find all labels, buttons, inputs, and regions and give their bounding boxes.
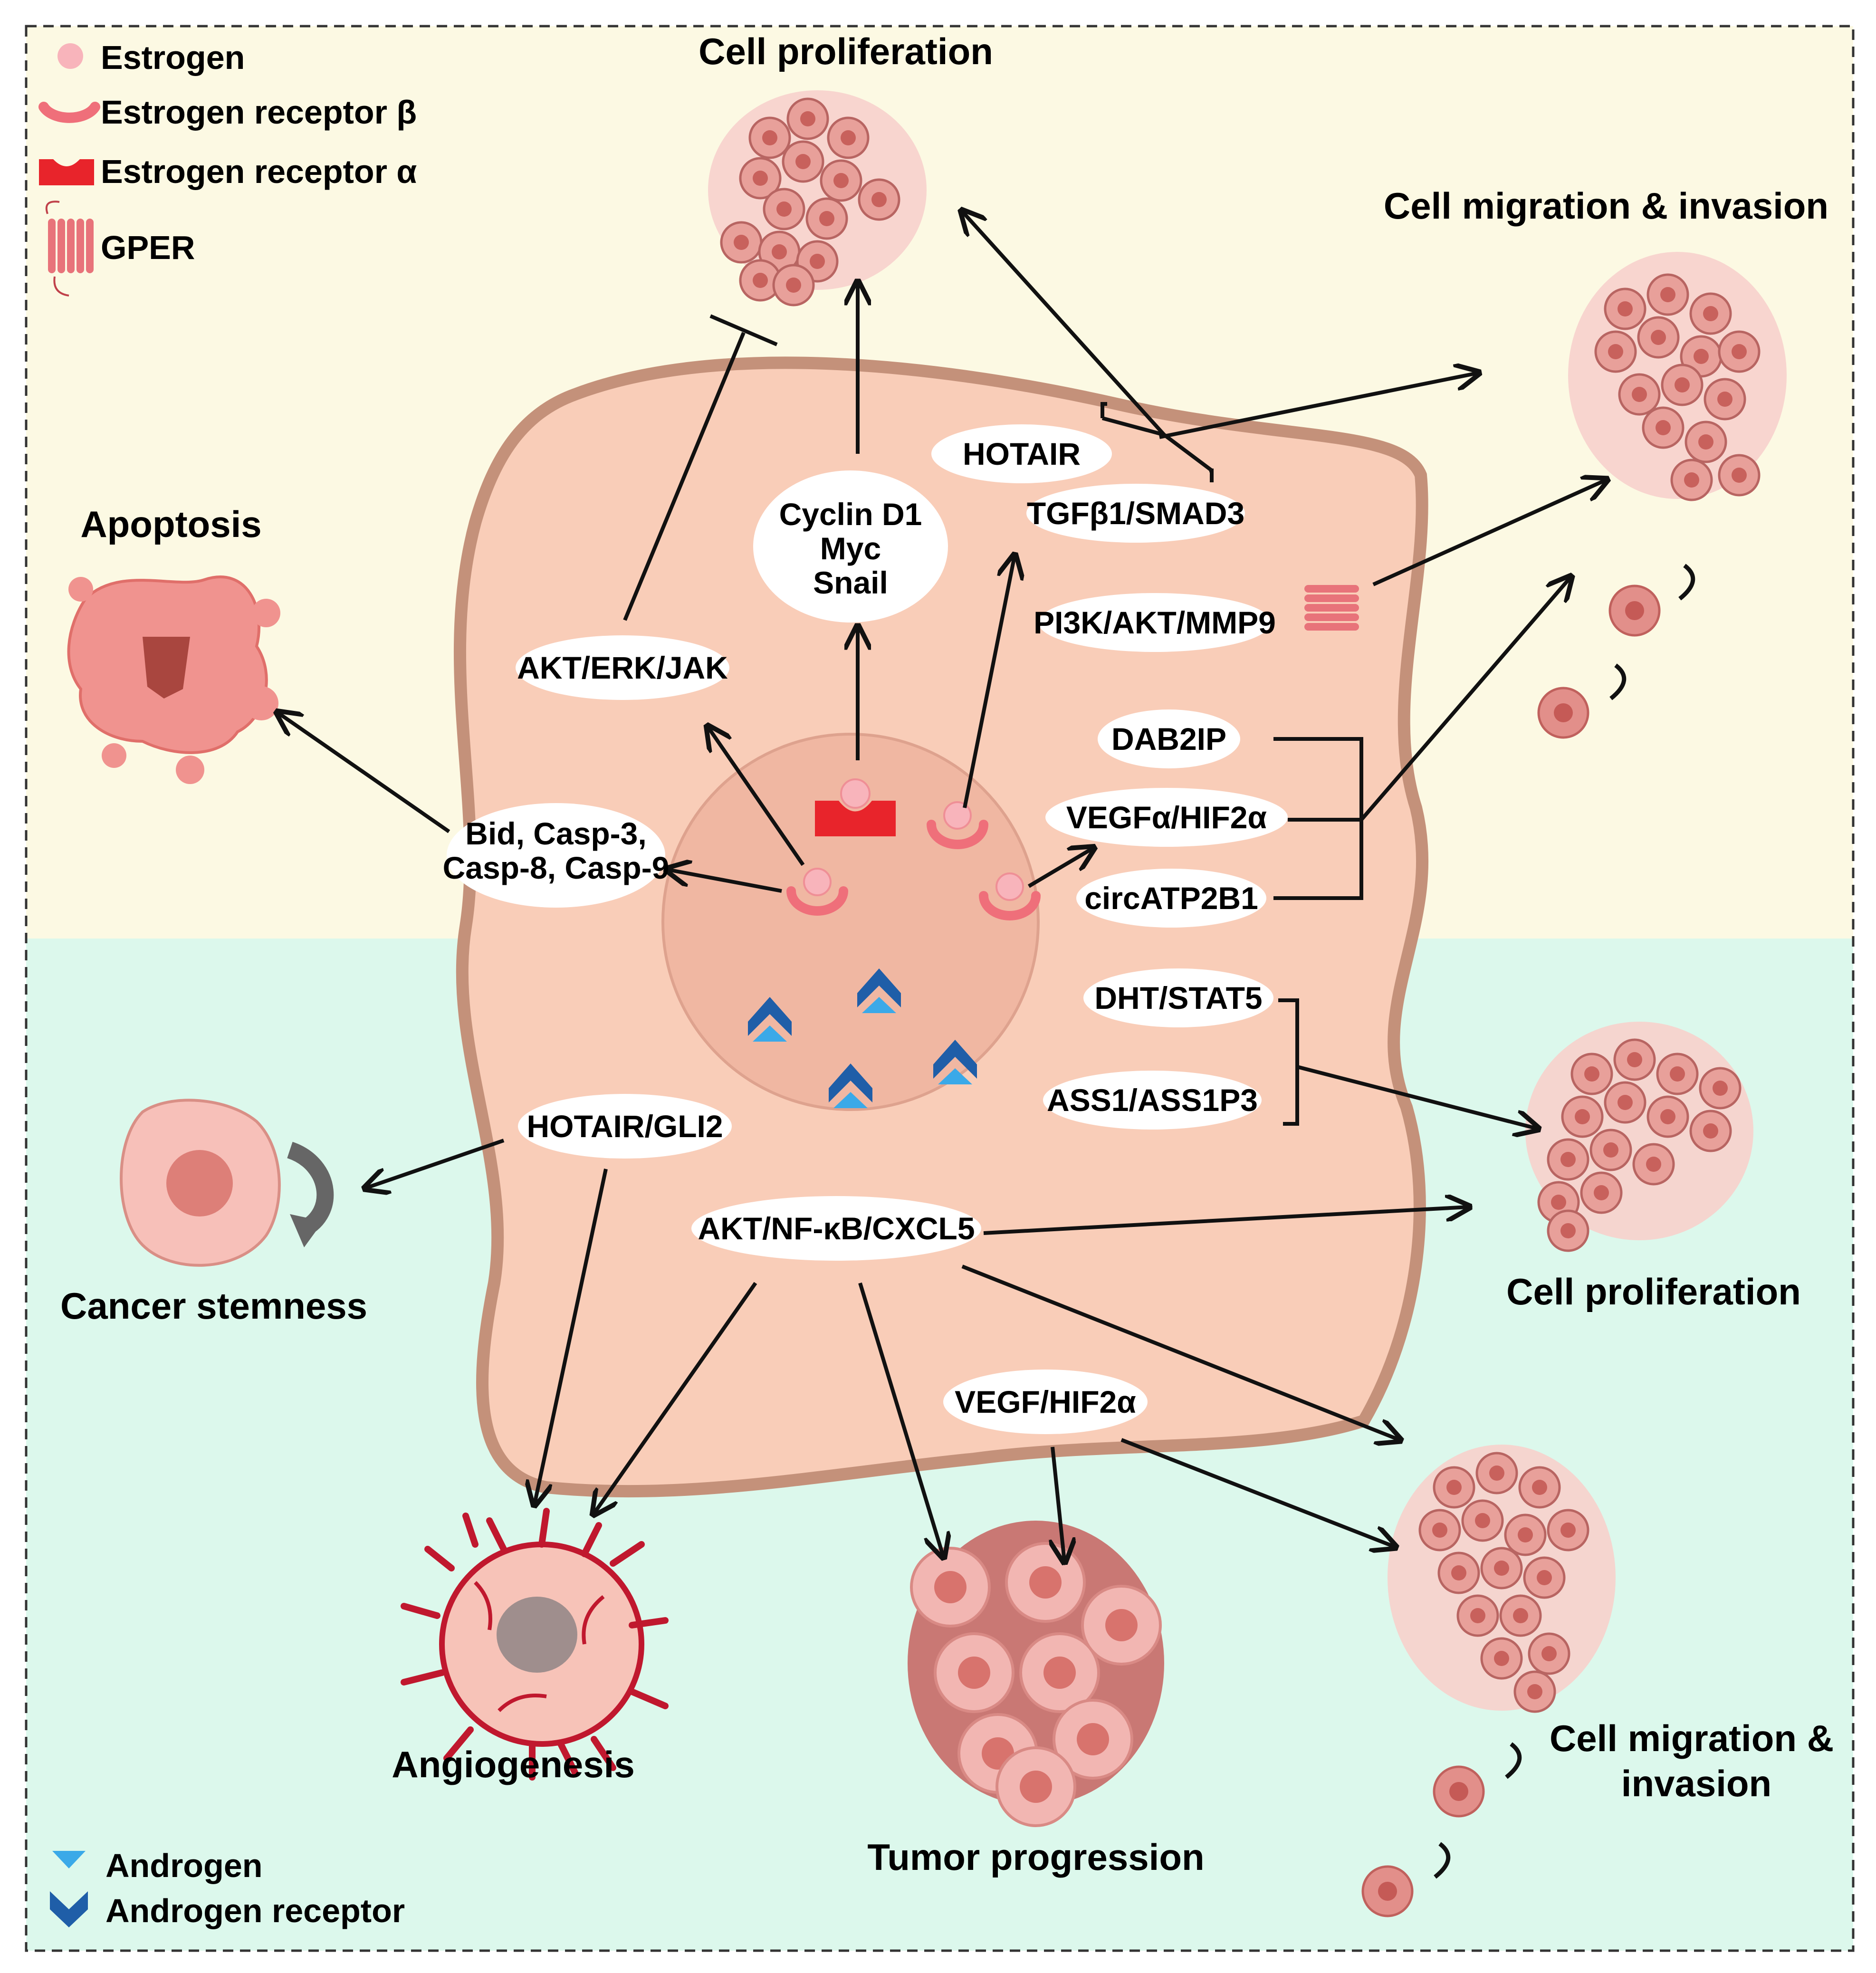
pathway-dab2ip-label: DAB2IP — [1111, 721, 1226, 757]
androgen-receptor-legend-icon — [50, 1891, 88, 1927]
pathway-cyclin-line3: Snail — [813, 565, 888, 600]
outcome-cell-migration-bottom-line2: invasion — [1621, 1762, 1771, 1804]
outcome-tumor-progression: Tumor progression — [867, 1836, 1204, 1878]
angiogenesis-cell — [401, 1508, 669, 1781]
pathway-akt-nfkb: AKT/NF-κB/CXCL5 — [691, 1196, 981, 1261]
pathway-hotair-label: HOTAIR — [963, 436, 1081, 471]
pathway-hotair-gli2-label: HOTAIR/GLI2 — [526, 1109, 723, 1144]
outcome-cancer-stemness: Cancer stemness — [60, 1285, 367, 1327]
pathway-cyclin-line2: Myc — [820, 531, 881, 566]
pathway-bid: Bid, Casp-3, Casp-8, Casp-9 — [443, 803, 670, 908]
outcome-apoptosis: Apoptosis — [80, 503, 261, 545]
pathway-pi3k-label: PI3K/AKT/MMP9 — [1034, 605, 1276, 640]
pathway-circatp-label: circATP2B1 — [1084, 881, 1258, 916]
cell-migration-bottom-cluster — [1363, 1445, 1616, 1916]
cell-proliferation-bottom-cluster — [1525, 1022, 1753, 1251]
pathway-bid-line1: Bid, Casp-3, — [465, 816, 646, 851]
pathway-bid-line2: Casp-8, Casp-9 — [443, 850, 670, 885]
pathway-cyclin: Cyclin D1 Myc Snail — [753, 470, 948, 623]
pathway-vegfa: VEGFα/HIF2α — [1045, 788, 1288, 847]
legend-bottom: Androgen Androgen receptor — [50, 1847, 405, 1929]
pathway-vegf-hif-label: VEGF/HIF2α — [955, 1384, 1136, 1419]
outcome-angiogenesis: Angiogenesis — [392, 1743, 634, 1785]
apoptosis-cell — [67, 575, 280, 784]
legend-estrogen: Estrogen — [101, 39, 245, 76]
cancer-stemness-cell — [120, 1099, 334, 1267]
outcome-cell-proliferation-bottom: Cell proliferation — [1506, 1271, 1801, 1312]
pathway-akt-erk: AKT/ERK/JAK — [516, 635, 729, 700]
pathway-dht: DHT/STAT5 — [1083, 968, 1273, 1027]
er-alpha-icon — [815, 778, 896, 836]
pathway-vegfa-label: VEGFα/HIF2α — [1066, 800, 1267, 835]
pathway-akt-nfkb-label: AKT/NF-κB/CXCL5 — [698, 1211, 975, 1246]
androgen-arrows — [366, 998, 1537, 1561]
pathway-dab2ip: DAB2IP — [1098, 709, 1240, 768]
pathway-vegf-hif: VEGF/HIF2α — [943, 1370, 1148, 1434]
androgen-legend-icon — [52, 1851, 86, 1868]
pathway-tgfb-label: TGFβ1/SMAD3 — [1027, 496, 1244, 531]
legend-er-beta: Estrogen receptor β — [101, 94, 417, 131]
pathway-ass1: ASS1/ASS1P3 — [1043, 1071, 1262, 1130]
pathway-pi3k: PI3K/AKT/MMP9 — [1034, 593, 1276, 652]
pathway-hotair: HOTAIR — [931, 424, 1112, 483]
outcome-cell-migration-bottom-line1: Cell migration & — [1550, 1717, 1834, 1759]
panel-border — [25, 25, 1855, 1952]
pathway-dht-label: DHT/STAT5 — [1094, 980, 1262, 1015]
legend-androgen: Androgen — [105, 1847, 263, 1884]
pathway-akt-erk-label: AKT/ERK/JAK — [517, 650, 728, 685]
pathway-cyclin-line1: Cyclin D1 — [779, 497, 922, 532]
er-alpha-legend-icon — [39, 159, 94, 185]
pathway-ass1-label: ASS1/ASS1P3 — [1047, 1082, 1258, 1118]
cell-proliferation-top-cluster — [708, 90, 927, 305]
gper-legend-icon — [45, 201, 94, 297]
pathway-hotair-gli2: HOTAIR/GLI2 — [518, 1094, 732, 1159]
er-beta-legend-icon — [38, 102, 100, 123]
estrogen-arrows — [278, 211, 1606, 900]
tumor-progression-cluster — [908, 1521, 1164, 1826]
cell-migration-top-cluster — [1539, 252, 1787, 737]
legend-gper: GPER — [101, 229, 195, 266]
gper-membrane-icon — [1304, 585, 1359, 631]
pathway-tgfb: TGFβ1/SMAD3 — [1026, 484, 1245, 543]
outcome-cell-proliferation-top: Cell proliferation — [699, 30, 993, 72]
legend-er-alpha: Estrogen receptor α — [101, 153, 417, 190]
estrogen-legend-icon — [57, 43, 83, 69]
pathway-circatp: circATP2B1 — [1076, 869, 1266, 928]
legend-androgen-receptor: Androgen receptor — [105, 1892, 405, 1929]
legend-top: Estrogen Estrogen receptor β Estrogen re… — [38, 39, 417, 297]
outcome-cell-migration-top: Cell migration & invasion — [1384, 185, 1828, 227]
